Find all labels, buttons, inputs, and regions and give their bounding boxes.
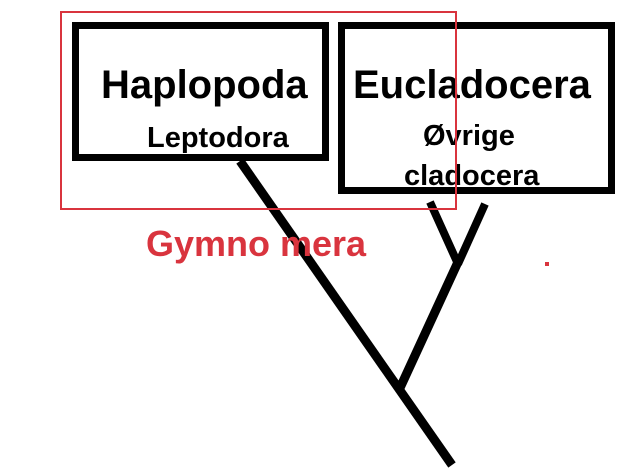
gymnomera-label: Gymno mera [146,223,367,264]
tree-branch-eucladocera-right [454,202,489,266]
eucladocera-box: Eucladocera Øvrige cladocera [338,22,615,194]
tree-branch-haplopoda [236,158,456,468]
haplopoda-subtitle: Leptodora [147,122,289,154]
haplopoda-box: Haplopoda Leptodora [72,22,329,161]
stray-mark [545,262,549,266]
tree-branch-eucladocera-stem [395,260,463,390]
haplopoda-title: Haplopoda [101,63,308,107]
eucladocera-title: Eucladocera [353,63,591,107]
eucladocera-subtitle-line1: Øvrige [423,120,515,152]
tree-branch-eucladocera-left [426,200,462,266]
eucladocera-subtitle-line2: cladocera [404,160,540,192]
